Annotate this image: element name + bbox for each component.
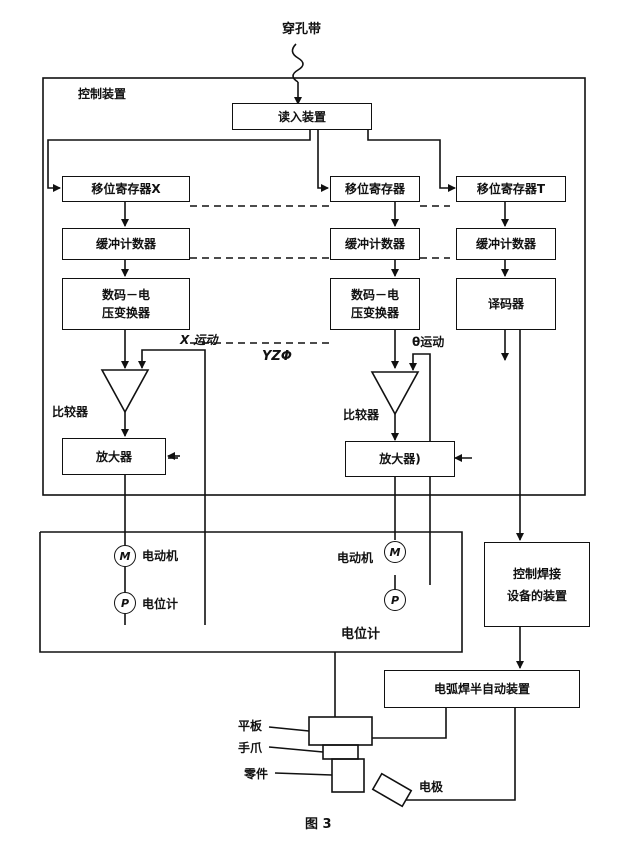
- yz-phi-label: YZΦ: [262, 349, 292, 364]
- punched-tape-wave: [291, 43, 304, 83]
- potentiometer-mid-label: 电位计: [341, 627, 381, 642]
- buffer-counter-mid: 缓冲计数器: [330, 228, 420, 260]
- shift-register-mid: 移位寄存器: [330, 176, 420, 202]
- shift-register-t: 移位寄存器T: [456, 176, 566, 202]
- motor-mid-icon: M: [384, 541, 406, 563]
- buffer-counter-x: 缓冲计数器: [62, 228, 190, 260]
- weld-control-line2: 设备的装置: [506, 588, 567, 603]
- potentiometer-left-icon: P: [114, 592, 136, 614]
- plate-label: 平板: [238, 719, 263, 733]
- shift-register-t-label: 移位寄存器T: [476, 182, 546, 196]
- control-device-frame: [42, 77, 586, 496]
- chuck-label: 手爪: [238, 741, 263, 755]
- dac-x: 数码－电 压变换器: [62, 278, 190, 330]
- weld-control-box: 控制焊接 设备的装置: [484, 542, 590, 627]
- shift-register-mid-label: 移位寄存器: [344, 182, 405, 196]
- theta-motion-label: θ运动: [412, 335, 445, 349]
- motor-mid-label: 电动机: [337, 551, 374, 565]
- buffer-counter-t: 缓冲计数器: [456, 228, 556, 260]
- reader-box: 读入装置: [232, 103, 372, 130]
- dac-mid-line1: 数码－电: [350, 288, 399, 302]
- dac-mid: 数码－电 压变换器: [330, 278, 420, 330]
- tape-label: 穿孔带: [282, 22, 322, 37]
- amplifier-left: 放大器: [62, 438, 166, 475]
- amplifier-mid: 放大器): [345, 441, 455, 477]
- x-motion-label: X 运动: [180, 333, 218, 347]
- comparator-left-label: 比较器: [52, 405, 89, 419]
- comparator-mid-label: 比较器: [343, 408, 380, 422]
- potentiometer-left-label: 电位计: [142, 597, 179, 611]
- motor-left-label: 电动机: [142, 549, 179, 563]
- dac-mid-line2: 压变换器: [350, 306, 399, 320]
- arc-welder-box: 电弧焊半自动装置: [384, 670, 580, 708]
- motor-left-icon: M: [114, 545, 136, 567]
- figure-caption: 图 3: [305, 817, 332, 832]
- shift-register-x-label: 移位寄存器X: [91, 182, 161, 196]
- electrode-label: 电极: [419, 780, 444, 794]
- potentiometer-mid-icon: P: [384, 589, 406, 611]
- decoder-box: 译码器: [456, 278, 556, 330]
- dac-x-line2: 压变换器: [101, 306, 150, 320]
- dac-x-line1: 数码－电: [101, 288, 150, 302]
- control-device-label: 控制装置: [78, 87, 127, 101]
- weld-control-line1: 控制焊接: [512, 566, 561, 581]
- part-label: 零件: [244, 767, 269, 781]
- shift-register-x: 移位寄存器X: [62, 176, 190, 202]
